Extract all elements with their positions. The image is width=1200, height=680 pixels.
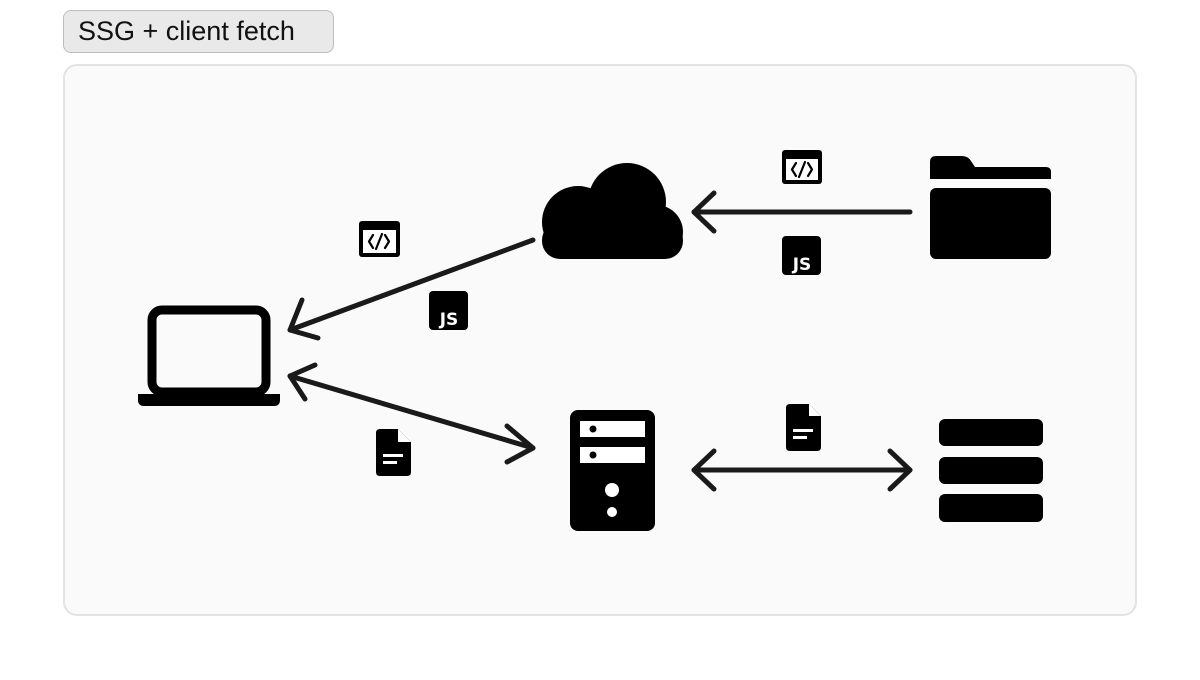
arrow-server-database [691,448,913,492]
cloud-icon [542,163,683,259]
server-icon [570,410,655,531]
js-icon: JS [429,291,468,330]
svg-text:JS: JS [439,310,459,330]
js-icon: JS [782,236,821,275]
arrow-static-to-cdn [691,190,913,234]
arrow-cdn-to-browser [287,237,536,341]
html-icon [782,150,822,184]
tab-ssg-client-fetch[interactable]: SSG + client fetch [63,10,334,53]
laptop-icon [138,305,280,406]
document-icon [786,404,821,451]
svg-text:JS: JS [792,255,812,275]
folder-icon [930,156,1051,259]
document-icon [376,429,411,476]
html-icon [359,221,400,257]
arrow-browser-server [287,362,536,465]
database-icon [939,419,1043,522]
